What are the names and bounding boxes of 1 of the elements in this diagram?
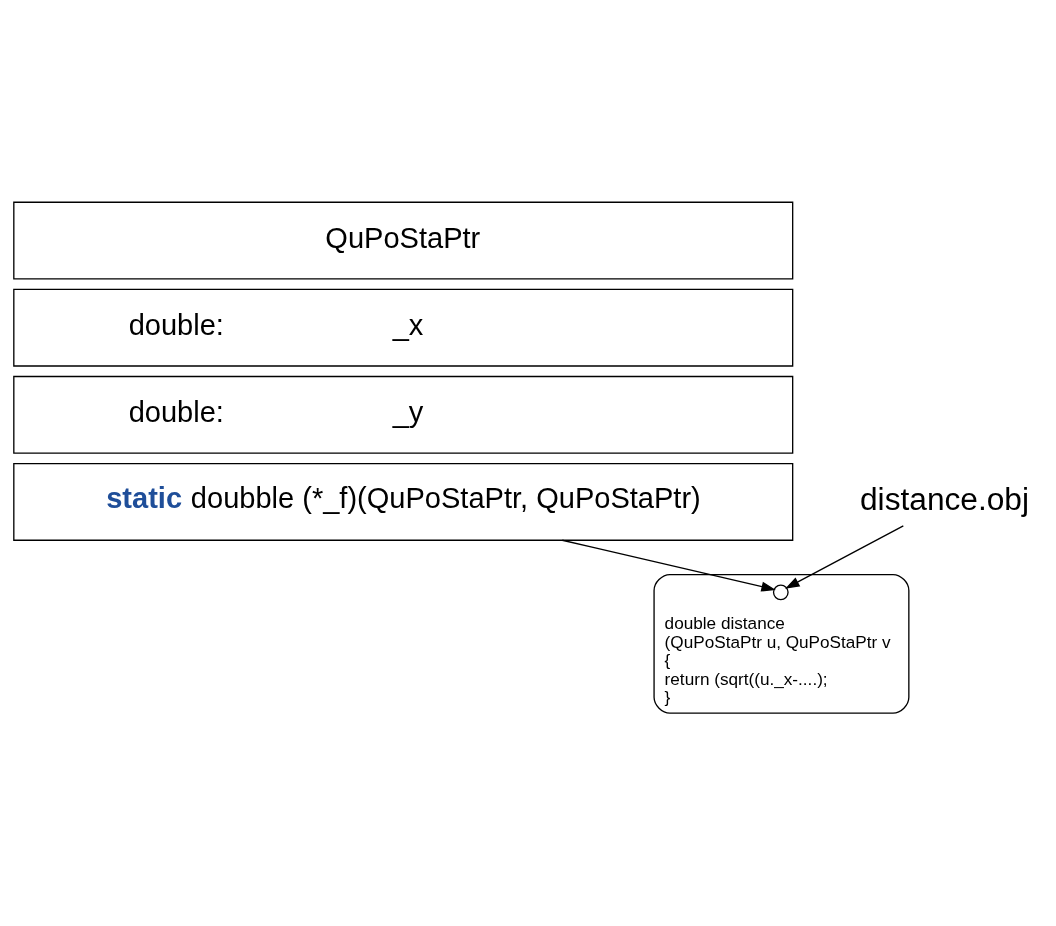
node-text: distance.obj: [860, 481, 1030, 518]
